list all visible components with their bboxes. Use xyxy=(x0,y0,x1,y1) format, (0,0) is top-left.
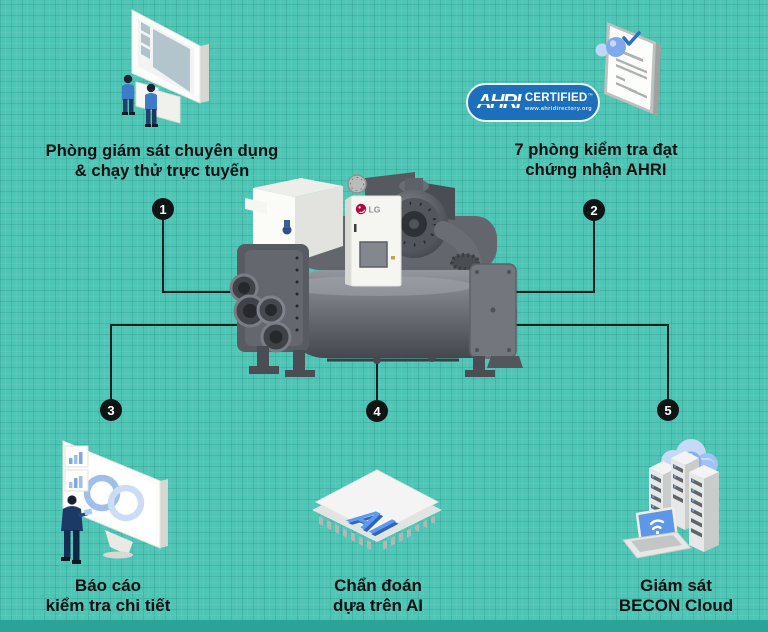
ai-chip-illustration: AI AI xyxy=(312,469,442,550)
ahri-certified-text: CERTIFIED xyxy=(524,92,588,104)
step-5-label-line2: BECON Cloud xyxy=(618,595,734,615)
monitor-stand xyxy=(105,530,133,555)
step-1-label: Phòng giám sát chuyên dụng & chạy thử tr… xyxy=(0,142,332,181)
lg-logo-text: LG xyxy=(369,205,381,215)
chart-card xyxy=(64,445,89,468)
wifi-icon xyxy=(649,519,665,535)
ahri-trademark: ™ xyxy=(587,93,593,99)
lg-logo: LG xyxy=(355,203,381,215)
control-cabinet: LG xyxy=(345,174,402,287)
connector-step-1 xyxy=(162,220,250,293)
step-marker-5: 5 xyxy=(657,399,679,421)
water-pipes xyxy=(229,244,309,353)
step-2-label-line2: chứng nhận AHRI xyxy=(525,160,667,179)
laptop-icon xyxy=(622,506,692,559)
server-tower xyxy=(689,465,719,552)
ahri-certified-badge: AHRI CERTIFIED ™ www.ahridirectory.org xyxy=(466,83,600,122)
step-2-label-line1: 7 phòng kiểm tra đạt xyxy=(514,141,678,159)
person-icon xyxy=(122,74,135,115)
bottom-accent-band xyxy=(0,620,768,632)
step-2-label: 7 phòng kiểm tra đạt chứng nhận AHRI xyxy=(426,141,766,180)
step-5-label-line1: Giám sát xyxy=(640,576,712,595)
vessel-end-plate xyxy=(469,263,523,368)
step-marker-2: 2 xyxy=(583,199,605,221)
step-marker-3: 3 xyxy=(100,399,122,421)
chart-card xyxy=(64,469,89,492)
step-4-label: Chẩn đoán dựa trên AI xyxy=(248,576,508,615)
cabinet-screen xyxy=(359,241,388,268)
becon-cloud-illustration xyxy=(622,439,719,559)
step-3-label-line1: Báo cáo xyxy=(74,576,142,595)
certificate-document-illustration xyxy=(595,22,661,117)
report-monitor-illustration xyxy=(61,440,168,564)
step-5-label: Giám sát BECON Cloud xyxy=(546,576,768,615)
step-4-label-line1: Chẩn đoán xyxy=(334,576,422,595)
person-icon xyxy=(61,495,93,564)
ahri-url-text: www.ahridirectory.org xyxy=(524,105,593,112)
machine-legs xyxy=(249,346,495,377)
ahri-logo-slit xyxy=(476,101,530,104)
console-desk xyxy=(154,89,181,124)
person-icon xyxy=(145,83,158,127)
step-marker-4: 4 xyxy=(366,400,388,422)
checkmark-icon xyxy=(622,31,641,46)
monitoring-room-illustration xyxy=(122,9,209,127)
connector-step-3 xyxy=(110,324,255,400)
connector-step-2 xyxy=(513,221,595,293)
cycle-chart xyxy=(83,474,145,522)
chiller-machine-image: LG xyxy=(229,172,523,377)
step-marker-1: 1 xyxy=(152,198,174,220)
connector-step-5 xyxy=(514,324,669,400)
tablet-icon xyxy=(84,508,93,516)
magnifier-icon xyxy=(595,37,626,57)
step-1-label-line1: Phòng giám sát chuyên dụng xyxy=(45,142,279,160)
step-3-label: Báo cáo kiểm tra chi tiết xyxy=(0,576,238,615)
step-4-label-line2: dựa trên AI xyxy=(332,595,424,615)
chip-pins xyxy=(319,516,435,550)
step-1-label-line2: & chạy thử trực tuyến xyxy=(74,161,250,180)
step-3-label-line2: kiểm tra chi tiết xyxy=(45,595,171,615)
